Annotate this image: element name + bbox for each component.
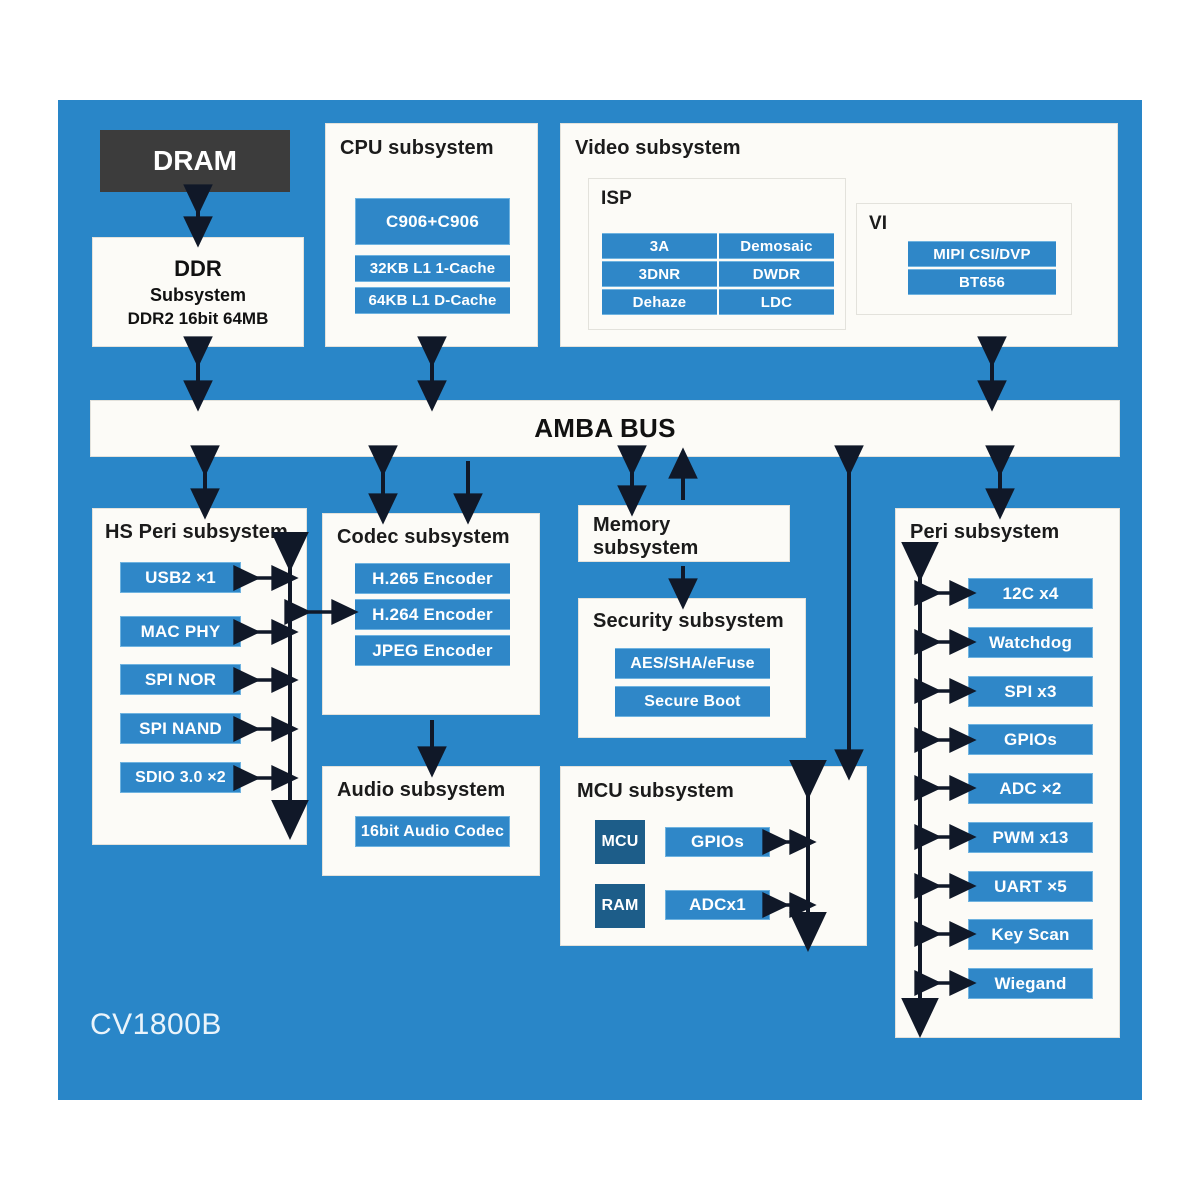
- cpu-block-c906: C906+C906: [355, 198, 510, 245]
- cpu-subsystem-title: CPU subsystem: [340, 137, 494, 159]
- hs-peri-block-usb2-label: USB2 ×1: [145, 567, 216, 587]
- peri-block-spi: SPI x3: [968, 676, 1093, 707]
- codec-subsystem-title: Codec subsystem: [337, 526, 510, 548]
- cpu-block-l1i: 32KB L1 1-Cache: [355, 255, 510, 282]
- mcu-block-gpios-label: GPIOs: [691, 832, 744, 851]
- peri-block-key-scan: Key Scan: [968, 919, 1093, 950]
- hs-peri-block-spi-nor-label: SPI NOR: [144, 669, 217, 689]
- isp-cell-demosaic: Demosaic: [719, 233, 834, 259]
- peri-block-key-scan-label: Key Scan: [991, 924, 1070, 944]
- mcu-block-adc: ADCx1: [665, 890, 770, 920]
- ddr-line-3: DDR2 16bit 64MB: [127, 309, 269, 328]
- cpu-block-c906-label: C906+C906: [385, 211, 479, 231]
- ddr-text-stack: DDR Subsystem DDR2 16bit 64MB: [93, 256, 303, 329]
- cpu-block-l1d-label: 64KB L1 D-Cache: [368, 292, 497, 309]
- isp-cell-3a: 3A: [602, 233, 717, 259]
- security-block-secure-boot: Secure Boot: [615, 686, 770, 717]
- mcu-block-ram: RAM: [595, 884, 645, 928]
- peri-block-gpios-label: GPIOs: [1004, 729, 1057, 749]
- vi-block-mipi: MIPI CSI/DVP: [908, 241, 1056, 267]
- security-block-aes-label: AES/SHA/eFuse: [630, 654, 755, 672]
- hs-peri-block-mac-phy: MAC PHY: [120, 616, 241, 647]
- isp-cell-ldc-label: LDC: [760, 293, 793, 311]
- audio-block-codec: 16bit Audio Codec: [355, 816, 510, 847]
- peri-block-i2c-label: 12C x4: [1002, 583, 1059, 603]
- video-subsystem-title: Video subsystem: [575, 137, 741, 159]
- hs-peri-block-sdio: SDIO 3.0 ×2: [120, 762, 241, 793]
- hs-peri-subsystem-title: HS Peri subsystem: [105, 521, 288, 543]
- codec-block-h264: H.264 Encoder: [355, 599, 510, 630]
- hs-peri-block-spi-nand-label: SPI NAND: [139, 718, 222, 738]
- mcu-block-mcu: MCU: [595, 820, 645, 864]
- hs-peri-block-spi-nand: SPI NAND: [120, 713, 241, 744]
- peri-block-wiegand-label: Wiegand: [994, 973, 1067, 993]
- peri-block-watchdog-label: Watchdog: [988, 632, 1073, 652]
- hs-peri-block-sdio-label: SDIO 3.0 ×2: [135, 768, 226, 786]
- dram-block: DRAM: [100, 130, 290, 192]
- vi-block-bt656-label: BT656: [958, 273, 1006, 291]
- vi-block-mipi-label: MIPI CSI/DVP: [933, 245, 1031, 263]
- peri-block-spi-label: SPI x3: [1004, 681, 1057, 701]
- cpu-block-l1i-label: 32KB L1 1-Cache: [369, 260, 496, 277]
- codec-block-h265-label: H.265 Encoder: [372, 568, 493, 588]
- isp-cell-3dnr-label: 3DNR: [638, 265, 681, 283]
- security-subsystem-title: Security subsystem: [593, 610, 784, 632]
- codec-block-h265: H.265 Encoder: [355, 563, 510, 594]
- peri-block-uart-label: UART ×5: [994, 876, 1067, 896]
- peri-subsystem-title: Peri subsystem: [910, 521, 1060, 543]
- audio-block-codec-label: 16bit Audio Codec: [360, 822, 505, 840]
- peri-block-gpios: GPIOs: [968, 724, 1093, 755]
- ddr-subsystem-card: DDR Subsystem DDR2 16bit 64MB: [92, 237, 304, 347]
- peri-block-pwm: PWM x13: [968, 822, 1093, 853]
- chip-name-label: CV1800B: [90, 1008, 222, 1041]
- memory-subsystem-card: Memory subsystem: [578, 505, 790, 562]
- vi-block-bt656: BT656: [908, 269, 1056, 295]
- peri-block-wiegand: Wiegand: [968, 968, 1093, 999]
- hs-peri-block-usb2: USB2 ×1: [120, 562, 241, 593]
- peri-block-uart: UART ×5: [968, 871, 1093, 902]
- isp-cell-demosaic-label: Demosaic: [740, 237, 813, 255]
- codec-block-h264-label: H.264 Encoder: [372, 604, 493, 624]
- codec-block-jpeg: JPEG Encoder: [355, 635, 510, 666]
- peri-block-i2c: 12C x4: [968, 578, 1093, 609]
- amba-bus-label: AMBA BUS: [534, 413, 676, 443]
- isp-cell-3dnr: 3DNR: [602, 261, 717, 287]
- vi-title: VI: [869, 213, 888, 234]
- mcu-block-gpios: GPIOs: [665, 827, 770, 857]
- peri-block-adc-label: ADC ×2: [999, 778, 1062, 798]
- isp-cell-ldc: LDC: [719, 289, 834, 315]
- isp-cell-dehaze-label: Dehaze: [632, 293, 687, 311]
- security-block-aes: AES/SHA/eFuse: [615, 648, 770, 679]
- mcu-block-adc-label: ADCx1: [689, 895, 746, 914]
- ddr-line-1: DDR: [174, 256, 222, 281]
- mcu-subsystem-title: MCU subsystem: [577, 780, 734, 802]
- isp-cell-3a-label: 3A: [649, 237, 670, 255]
- peri-block-pwm-label: PWM x13: [992, 827, 1069, 847]
- ddr-line-2: Subsystem: [149, 285, 247, 305]
- mcu-block-ram-label: RAM: [601, 897, 639, 914]
- amba-bus: AMBA BUS: [90, 400, 1120, 457]
- peri-block-adc: ADC ×2: [968, 773, 1093, 804]
- codec-block-jpeg-label: JPEG Encoder: [372, 640, 493, 660]
- memory-subsystem-title: Memory subsystem: [593, 514, 699, 559]
- hs-peri-block-spi-nor: SPI NOR: [120, 664, 241, 695]
- audio-subsystem-title: Audio subsystem: [337, 779, 506, 801]
- security-block-secure-boot-label: Secure Boot: [644, 692, 741, 710]
- dram-label: DRAM: [153, 145, 237, 176]
- isp-title: ISP: [601, 188, 632, 209]
- isp-cell-dehaze: Dehaze: [602, 289, 717, 315]
- isp-cell-dwdr: DWDR: [719, 261, 834, 287]
- isp-cell-dwdr-label: DWDR: [752, 265, 801, 283]
- mcu-block-mcu-label: MCU: [601, 833, 639, 850]
- hs-peri-block-mac-phy-label: MAC PHY: [140, 621, 221, 641]
- cpu-block-l1d: 64KB L1 D-Cache: [355, 287, 510, 314]
- peri-block-watchdog: Watchdog: [968, 627, 1093, 658]
